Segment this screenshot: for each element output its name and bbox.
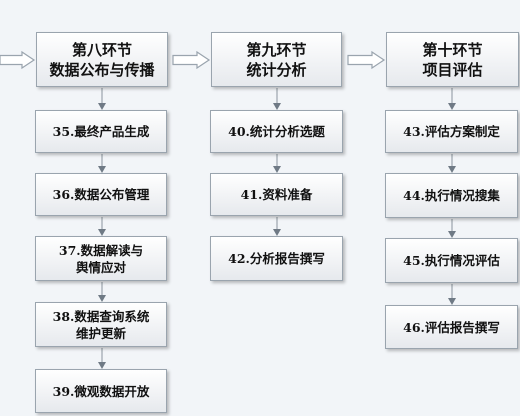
step-45: 45.执行情况评估 [385,238,518,283]
step-38-label-line-1: 38.数据查询系统 [52,308,150,324]
step-36-label: 36.数据公布管理 [52,187,150,202]
step-35-label: 35.最终产品生成 [52,124,150,139]
step-45-label: 45.执行情况评估 [403,253,500,268]
step-39: 39.微观数据开放 [35,369,167,413]
stage-9-header: 第九环节 统计分析 [211,32,342,87]
step-38-label-line-2: 维护更新 [75,325,126,341]
step-37: 37.数据解读与 舆情应对 [35,236,167,281]
stage-8-to-9-arrow [172,50,211,70]
step-46: 46.评估报告撰写 [385,305,518,349]
step-41-label: 41.资料准备 [240,187,313,202]
step-42: 42.分析报告撰写 [210,236,343,281]
stage-8-header: 第八环节 数据公布与传播 [36,32,168,87]
stage-entry-arrow [0,50,36,70]
step-46-label: 46.评估报告撰写 [403,319,500,335]
step-37-label-line-1: 37.数据解读与 [58,242,144,258]
step-43: 43.评估方案制定 [385,110,518,153]
step-35: 35.最终产品生成 [35,110,167,153]
stage-9-to-10-arrow [347,50,386,70]
step-42-label: 42.分析报告撰写 [228,251,325,266]
stage-10-header: 第十环节 项目评估 [386,32,519,87]
stage-8-title-line-2: 数据公布与传播 [49,60,155,79]
step-44: 44.执行情况搜集 [385,173,518,218]
step-39-label: 39.微观数据开放 [52,383,150,399]
step-41: 41.资料准备 [210,173,343,216]
step-44-label: 44.执行情况搜集 [403,188,500,203]
stage-10-title-line-1: 第十环节 [422,40,483,59]
step-38: 38.数据查询系统 维护更新 [35,302,167,347]
step-43-label: 43.评估方案制定 [403,124,500,139]
stage-9-title-line-2: 统计分析 [246,60,307,79]
step-40-label: 40.统计分析选题 [228,124,325,139]
stage-8-title-line-1: 第八环节 [71,40,132,59]
stage-9-title-line-1: 第九环节 [246,40,307,59]
step-36: 36.数据公布管理 [35,173,167,216]
step-37-label-line-2: 舆情应对 [75,259,126,275]
stage-10-title-line-2: 项目评估 [422,60,483,79]
step-40: 40.统计分析选题 [210,110,343,153]
